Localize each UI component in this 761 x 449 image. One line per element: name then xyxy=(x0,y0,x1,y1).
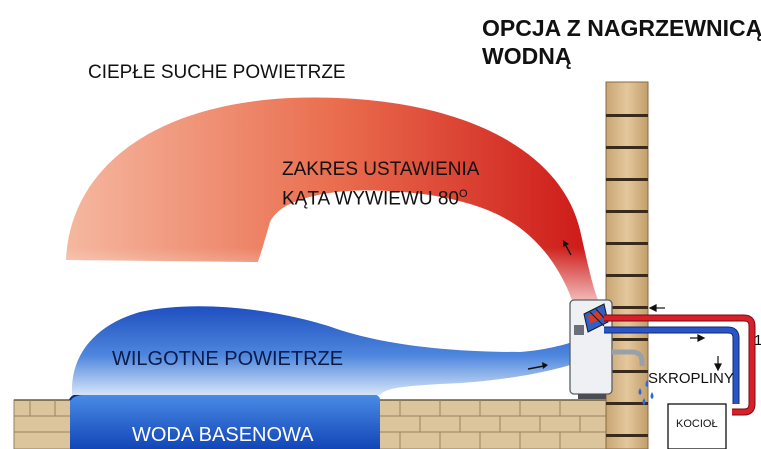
hot-water-pipe xyxy=(604,314,756,416)
air-direction-arrow xyxy=(563,240,572,256)
outlet-angle-line-1: ZAKRES USTAWIENIA xyxy=(282,159,480,180)
diagram-title: OPCJA Z NAGRZEWNICĄ WODNĄ xyxy=(482,14,761,70)
condensate-drops-icon xyxy=(638,380,654,405)
condensate-label: SKROPLINY xyxy=(648,370,734,387)
outlet-angle-line-2: KĄTA WYWIEWU 80O xyxy=(282,182,479,211)
outlet-angle-label: ZAKRES USTAWIENIA KĄTA WYWIEWU 80O xyxy=(282,158,479,211)
brick-wall xyxy=(605,81,649,449)
intake-arrow xyxy=(527,362,548,370)
title-line-2: WODNĄ xyxy=(482,43,572,69)
dehumidifier-unit xyxy=(569,299,645,399)
pipe-flow-arrows xyxy=(648,304,722,372)
pool-water-label: WODA BASENOWA xyxy=(132,424,314,446)
outlet-angle-text: KĄTA WYWIEWU 80 xyxy=(282,188,460,210)
edge-mark-label: 1 xyxy=(754,332,761,349)
warm-air-plume xyxy=(66,97,600,312)
cold-water-pipe xyxy=(604,326,740,404)
heater-coil-icon xyxy=(583,303,609,333)
humid-air-cloud xyxy=(71,306,581,395)
boiler xyxy=(667,403,727,449)
boiler-label: KOCIOŁ xyxy=(676,418,718,430)
degree-symbol: O xyxy=(459,188,468,200)
warm-dry-air-label: CIEPŁE SUCHE POWIETRZE xyxy=(88,62,346,83)
humid-air-label: WILGOTNE POWIETRZE xyxy=(112,348,344,370)
title-line-1: OPCJA Z NAGRZEWNICĄ xyxy=(482,15,761,41)
